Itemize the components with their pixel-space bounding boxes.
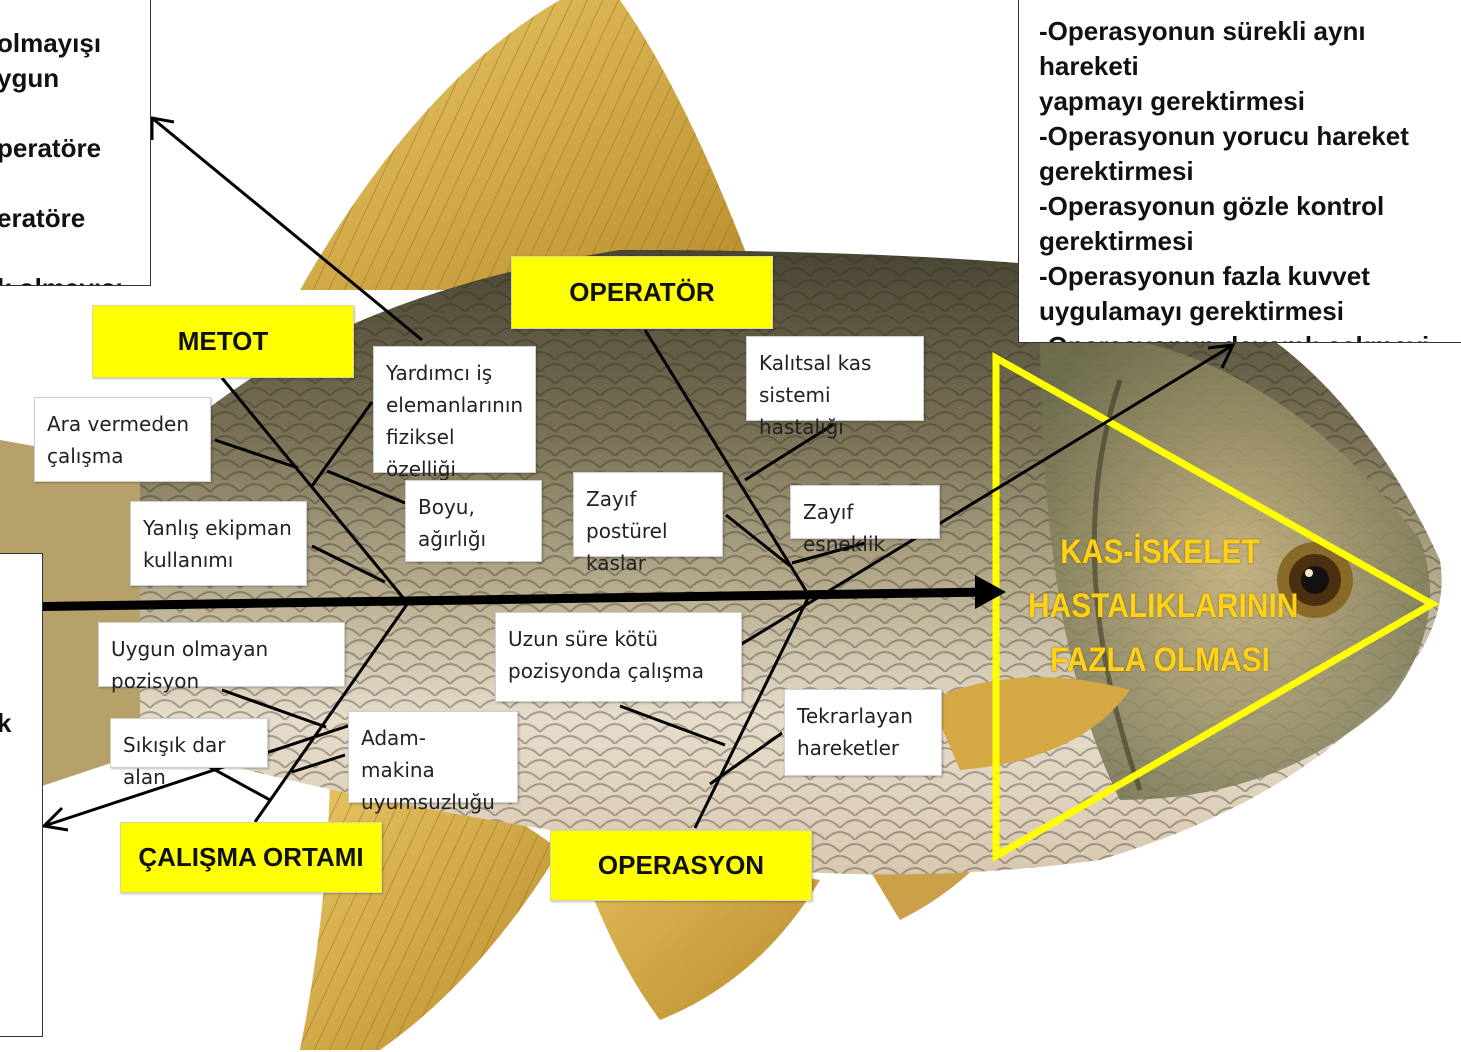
note-bottom-left: k <box>0 553 43 1037</box>
cause-tekrarlayan: Tekrarlayan hareketler <box>784 689 942 776</box>
effect-head-text: KAS-İSKELET HASTALIKLARININ FAZLA OLMASI <box>1028 525 1292 687</box>
cause-zayif-posturel: Zayıf postürel kaslar <box>573 472 723 557</box>
cause-uygun-olmayan-pozisyon: Uygun olmayan pozisyon <box>98 622 345 687</box>
note-bottom-left-text: k <box>0 706 11 741</box>
cause-uzun-sure: Uzun süre kötü pozisyonda çalışma <box>495 612 742 702</box>
cause-yanlis-ekipman: Yanlış ekipman kullanımı <box>130 501 307 586</box>
cause-boyu-agirligi: Boyu, ağırlığı <box>405 480 542 562</box>
note-top-left: olmayışı ygun peratöre eratöre k olmayış… <box>0 0 151 286</box>
cause-yardimci-is: Yardımcı iş elemanlarının fiziksel özell… <box>373 346 536 473</box>
cause-sikisik-dar-alan: Sıkışık dar alan <box>110 718 268 768</box>
cause-zayif-esneklik: Zayıf esneklik <box>790 485 940 539</box>
cause-kalitsal-kas: Kalıtsal kas sistemi hastalığı <box>746 336 924 421</box>
note-top-right-text: -Operasyonun sürekli aynı hareketi yapma… <box>1039 14 1461 343</box>
note-top-left-text: olmayışı ygun peratöre eratöre k olmayış… <box>0 26 150 286</box>
category-operator: OPERATÖR <box>511 256 773 329</box>
cause-ara-vermeden: Ara vermeden çalışma <box>34 397 211 482</box>
cause-adam-makina: Adam- makina uyumsuzluğu <box>348 711 518 803</box>
category-operasyon: OPERASYON <box>550 830 812 901</box>
note-top-right: -Operasyonun sürekli aynı hareketi yapma… <box>1018 0 1461 343</box>
category-metot: METOT <box>92 305 354 378</box>
category-calisma-ortami: ÇALIŞMA ORTAMI <box>120 822 382 893</box>
